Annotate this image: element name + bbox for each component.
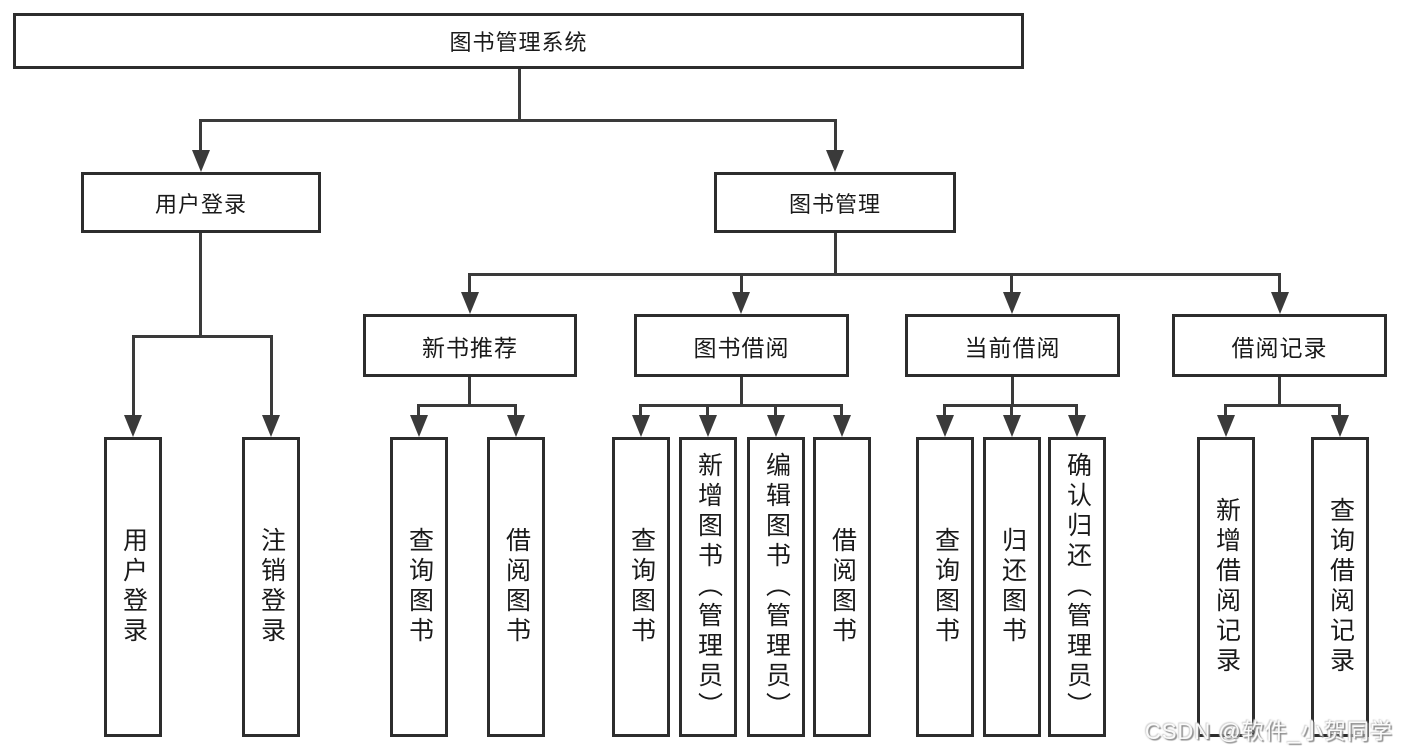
connector-line — [639, 404, 642, 416]
leaf-edit-book-admin: 编辑图书（管理员） — [747, 437, 805, 737]
arrow-down-icon — [192, 150, 210, 172]
connector-line — [132, 335, 135, 415]
leaf-label: 查询借阅记录 — [1326, 497, 1355, 677]
connector-line — [417, 404, 420, 416]
leaf-user-login: 用户登录 — [104, 437, 162, 737]
node-root-label: 图书管理系统 — [449, 30, 588, 55]
leaf-query-books-borrow: 查询图书 — [612, 437, 670, 737]
leaf-add-borrow-record: 新增借阅记录 — [1197, 437, 1255, 737]
connector-line — [1224, 404, 1227, 416]
connector-line — [706, 404, 709, 416]
leaf-label: 归还图书 — [998, 527, 1027, 647]
node-book-management: 图书管理 — [714, 172, 956, 233]
node-current-borrow: 当前借阅 — [905, 314, 1120, 377]
connector-line — [740, 377, 743, 407]
connector-line — [834, 119, 837, 150]
watermark: CSDN @软件_小贺同学 — [1144, 719, 1393, 744]
connector-line — [468, 377, 471, 407]
connector-line — [740, 273, 743, 294]
connector-line — [943, 404, 946, 416]
connector-line — [518, 69, 521, 120]
arrow-down-icon — [767, 415, 785, 437]
connector-line — [1010, 273, 1013, 294]
leaf-confirm-return-admin: 确认归还（管理员） — [1048, 437, 1106, 737]
arrow-down-icon — [1003, 415, 1021, 437]
connector-line — [1338, 404, 1341, 416]
leaf-borrow-books-recommend: 借阅图书 — [487, 437, 545, 737]
connector-line — [199, 119, 837, 122]
leaf-label: 借阅图书 — [828, 527, 857, 647]
connector-line — [270, 335, 273, 415]
leaf-label: 编辑图书（管理员） — [762, 452, 791, 722]
connector-line — [639, 404, 843, 407]
arrow-down-icon — [410, 415, 428, 437]
node-label: 新书推荐 — [422, 334, 518, 361]
connector-line — [1075, 404, 1078, 416]
node-new-book-recommend: 新书推荐 — [363, 314, 577, 377]
node-user-login: 用户登录 — [81, 172, 321, 233]
leaf-add-book-admin: 新增图书（管理员） — [679, 437, 737, 737]
leaf-return-book: 归还图书 — [983, 437, 1041, 737]
connector-line — [840, 404, 843, 416]
leaf-query-books-recommend: 查询图书 — [390, 437, 448, 737]
arrow-down-icon — [699, 415, 717, 437]
arrow-down-icon — [1217, 415, 1235, 437]
connector-line — [1278, 377, 1281, 407]
node-label: 当前借阅 — [964, 334, 1061, 361]
connector-line — [199, 233, 202, 336]
node-book-borrow: 图书借阅 — [634, 314, 849, 377]
leaf-label: 新增借阅记录 — [1212, 497, 1241, 677]
connector-line — [1011, 377, 1014, 407]
leaf-label: 新增图书（管理员） — [694, 452, 723, 722]
node-root: 图书管理系统 — [13, 13, 1024, 69]
connector-line — [1010, 404, 1013, 416]
leaf-label: 注销登录 — [257, 527, 286, 647]
arrow-down-icon — [1331, 415, 1349, 437]
leaf-label: 查询图书 — [931, 527, 960, 647]
arrow-down-icon — [732, 292, 750, 314]
leaf-label: 确认归还（管理员） — [1063, 452, 1092, 722]
connector-line — [132, 335, 273, 338]
leaf-logout: 注销登录 — [242, 437, 300, 737]
arrow-down-icon — [833, 415, 851, 437]
node-label: 借阅记录 — [1231, 334, 1328, 361]
connector-line — [774, 404, 777, 416]
leaf-label: 借阅图书 — [502, 527, 531, 647]
connector-line — [468, 273, 1281, 276]
arrow-down-icon — [1271, 292, 1289, 314]
arrow-down-icon — [1068, 415, 1086, 437]
connector-line — [834, 233, 837, 275]
arrow-down-icon — [262, 415, 280, 437]
node-label: 图书管理 — [788, 191, 881, 217]
connector-line — [514, 404, 517, 416]
arrow-down-icon — [1003, 292, 1021, 314]
arrow-down-icon — [124, 415, 142, 437]
leaf-query-books-current: 查询图书 — [916, 437, 974, 737]
leaf-query-borrow-record: 查询借阅记录 — [1311, 437, 1369, 737]
arrow-down-icon — [632, 415, 650, 437]
node-label: 图书借阅 — [693, 334, 790, 361]
arrow-down-icon — [936, 415, 954, 437]
arrow-down-icon — [826, 150, 844, 172]
arrow-down-icon — [507, 415, 525, 437]
connector-line — [468, 273, 471, 294]
leaf-label: 查询图书 — [627, 527, 656, 647]
connector-line — [1278, 273, 1281, 294]
arrow-down-icon — [461, 292, 479, 314]
connector-line — [1224, 404, 1341, 407]
connector-line — [417, 404, 517, 407]
leaf-label: 查询图书 — [405, 527, 434, 647]
leaf-label: 用户登录 — [119, 527, 148, 647]
leaf-borrow-books: 借阅图书 — [813, 437, 871, 737]
node-label: 用户登录 — [154, 191, 247, 217]
connector-line — [199, 119, 202, 150]
node-borrow-records: 借阅记录 — [1172, 314, 1387, 377]
